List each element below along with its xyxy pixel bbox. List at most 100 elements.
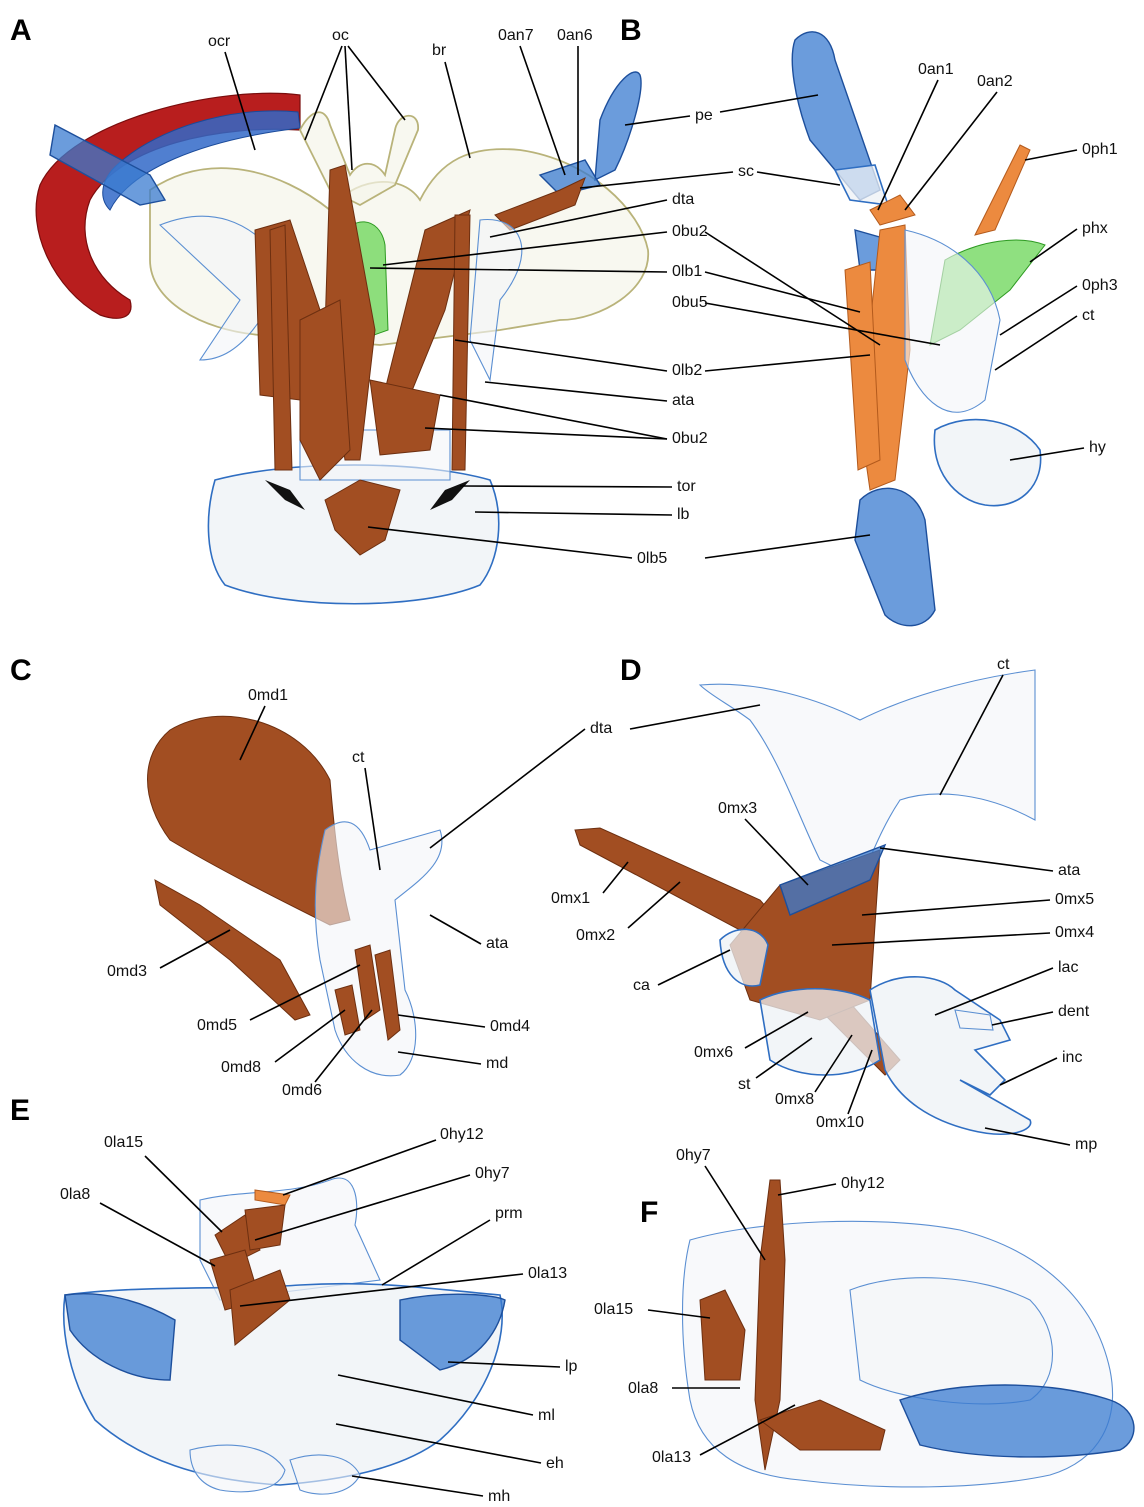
label-mx2: 0mx2 [576, 927, 615, 944]
label-oc: oc [332, 27, 349, 44]
label-dta-c: dta [590, 720, 612, 737]
leader-mx5 [862, 900, 1050, 915]
label-phx: phx [1082, 220, 1108, 237]
label-mx1: 0mx1 [551, 890, 590, 907]
panel-a: A ocr oc br 0an7 0an6 pe sc dta 0bu2 0lb… [10, 14, 754, 604]
leader-mx3 [745, 819, 808, 885]
label-dent: dent [1058, 1003, 1090, 1020]
leader-ata-d [880, 848, 1053, 871]
label-bu5: 0bu5 [672, 294, 708, 311]
pedicel [595, 72, 641, 180]
panel-letter-c: C [10, 654, 32, 687]
leader-bu2-bottom-1 [440, 395, 667, 439]
leader-lb5-b [705, 535, 870, 558]
labrum-b [855, 488, 935, 625]
leader-sc-b [757, 172, 840, 185]
label-pe: pe [695, 107, 713, 124]
label-hy7: 0hy7 [475, 1165, 510, 1182]
label-md3: 0md3 [107, 963, 147, 980]
label-mx10: 0mx10 [816, 1114, 864, 1131]
panel-letter-f: F [640, 1196, 658, 1229]
leader-oc-2 [345, 46, 352, 170]
leader-ata-c [430, 915, 481, 944]
label-an7: 0an7 [498, 27, 534, 44]
label-br: br [432, 42, 447, 59]
leader-br [445, 62, 470, 158]
panel-e: E 0hy12 0la15 0hy7 0la8 prm 0la13 lp ml … [10, 1094, 578, 1505]
label-ata-d: ata [1058, 862, 1080, 879]
leader-la8 [100, 1203, 215, 1266]
label-mx5: 0mx5 [1055, 891, 1094, 908]
label-ca: ca [633, 977, 650, 994]
leader-ct-b [995, 316, 1077, 370]
muscle-ph1 [975, 145, 1030, 235]
leader-hy12-f [778, 1184, 836, 1195]
leader-mp [985, 1128, 1070, 1145]
label-lb2: 0lb2 [672, 362, 702, 379]
label-dta: dta [672, 191, 694, 208]
leader-dta-d [630, 705, 760, 729]
label-an2: 0an2 [977, 73, 1013, 90]
label-an1: 0an1 [918, 61, 954, 78]
label-ml: ml [538, 1407, 555, 1424]
panel-letter-a: A [10, 14, 32, 47]
label-bu2-bottom: 0bu2 [672, 430, 708, 447]
label-lb5: 0lb5 [637, 550, 667, 567]
label-ata-c: ata [486, 935, 508, 952]
leader-tor [460, 486, 672, 487]
leader-inc [1000, 1058, 1057, 1085]
label-md6: 0md6 [282, 1082, 322, 1099]
label-lb: lb [677, 506, 690, 523]
label-mx6: 0mx6 [694, 1044, 733, 1061]
scape-b [835, 165, 888, 205]
panel-letter-e: E [10, 1094, 30, 1127]
label-la8-f: 0la8 [628, 1380, 658, 1397]
label-la13-f: 0la13 [652, 1449, 691, 1466]
leader-ca [658, 950, 730, 985]
label-st: st [738, 1076, 751, 1093]
label-mp: mp [1075, 1136, 1097, 1153]
leader-hy12 [283, 1140, 436, 1195]
leader-lb1-b [705, 272, 860, 312]
muscle-bu2-lower [370, 380, 440, 455]
leader-lb [475, 512, 672, 515]
label-inc: inc [1062, 1049, 1082, 1066]
leader-oc-3 [348, 46, 405, 120]
leader-ata [485, 382, 667, 401]
leader-mx1 [603, 862, 628, 893]
label-ph1: 0ph1 [1082, 141, 1118, 158]
leader-ph3 [1000, 286, 1077, 335]
label-hy7-f: 0hy7 [676, 1147, 711, 1164]
label-la15: 0la15 [104, 1134, 143, 1151]
label-lac: lac [1058, 959, 1078, 976]
label-eh: eh [546, 1455, 564, 1472]
panel-letter-b: B [620, 14, 642, 47]
label-mx8: 0mx8 [775, 1091, 814, 1108]
panel-b: B 0an1 0an2 0ph1 phx 0ph3 ct hy 0bu5 [620, 14, 1118, 626]
label-mh: mh [488, 1488, 510, 1505]
label-hy12: 0hy12 [440, 1126, 484, 1143]
label-la15-f: 0la15 [594, 1301, 633, 1318]
galea-lacinia [870, 977, 1031, 1134]
label-md: md [486, 1055, 508, 1072]
label-ocr: ocr [208, 33, 231, 50]
leader-mh [352, 1476, 483, 1496]
leader-md8 [275, 1010, 345, 1062]
label-mx3: 0mx3 [718, 800, 757, 817]
panel-d: D ct 0mx3 ata 0mx1 0mx5 0mx2 0mx4 ca lac… [551, 654, 1097, 1153]
cardo [720, 929, 768, 986]
label-ct-c: ct [352, 749, 365, 766]
label-hy: hy [1089, 439, 1106, 456]
label-la13: 0la13 [528, 1265, 567, 1282]
leader-lb2-b [705, 355, 870, 371]
label-hy12-f: 0hy12 [841, 1175, 885, 1192]
muscle-hy7 [245, 1205, 285, 1250]
panel-letter-d: D [620, 654, 642, 687]
label-md5: 0md5 [197, 1017, 237, 1034]
hypopharynx [934, 420, 1040, 506]
leader-mx2 [628, 882, 680, 928]
label-la8: 0la8 [60, 1186, 90, 1203]
leader-la15 [145, 1156, 222, 1232]
label-md1: 0md1 [248, 687, 288, 704]
